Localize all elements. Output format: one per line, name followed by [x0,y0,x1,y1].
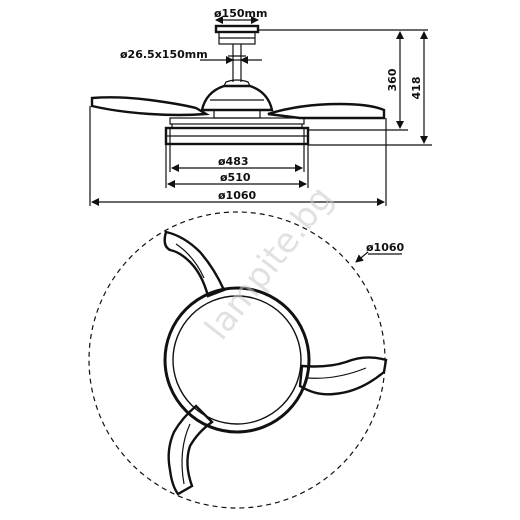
downrod [228,44,246,82]
plan-blade-upper-left [163,230,226,298]
sweep-front-label: ø1060 [218,189,257,202]
height-short-label: 360 [386,68,399,91]
watermark: lampite.bg [197,179,341,348]
left-blade [90,96,210,117]
downrod-label: ø26.5x150mm [120,48,208,61]
canopy [214,24,260,45]
light-outer-label: ø510 [220,171,251,184]
front-elevation: 360 418 ø150mm ø26.5x150mm ø483 ø510 ø10… [89,7,432,206]
light-outer-ring [163,286,311,434]
plan-blade-lower-left [167,404,214,496]
plan-view: ø1060 [88,211,405,509]
plan-blade-right [298,356,388,396]
motor-housing [200,79,274,119]
height-total-label: 418 [410,77,423,100]
sweep-circle [88,211,386,509]
right-blade [267,102,386,120]
sweep-plan-label: ø1060 [366,241,405,254]
canopy-diameter-label: ø150mm [214,7,267,20]
light-inner-ring [172,295,302,425]
light-kit [164,117,310,146]
light-inner-label: ø483 [218,155,249,168]
